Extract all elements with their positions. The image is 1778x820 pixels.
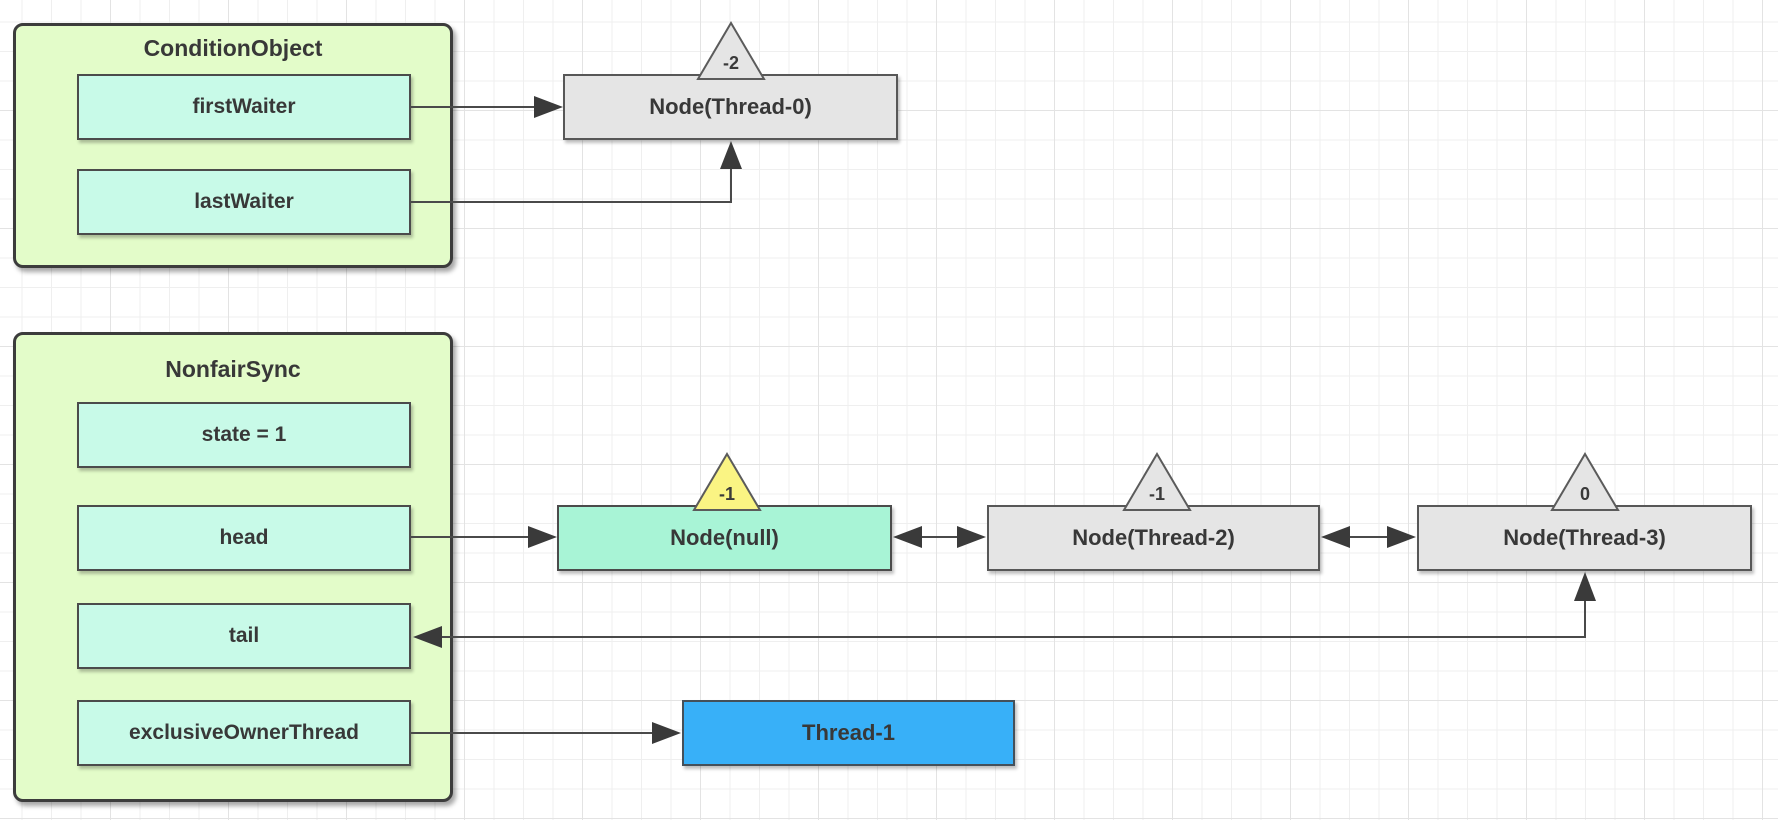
- node-thread-0-box: Node(Thread-0): [563, 74, 898, 140]
- field-head: head: [77, 505, 411, 571]
- triangle-shape: [692, 452, 762, 511]
- waitstatus-value-node-thread-3: 0: [1579, 484, 1590, 504]
- node-thread-2-label: Node(Thread-2): [1072, 525, 1235, 550]
- field-last-waiter: lastWaiter: [77, 169, 411, 235]
- waitstatus-triangle-node-thread-3: 0: [1550, 452, 1620, 512]
- field-state-label: state = 1: [201, 423, 287, 446]
- waitstatus-triangle-node-thread-2: -1: [1122, 452, 1192, 512]
- node-null-box: Node(null): [557, 505, 892, 571]
- field-tail-label: tail: [228, 624, 260, 647]
- field-exclusive-owner-thread: exclusiveOwnerThread: [77, 700, 411, 766]
- waitstatus-triangle-node-thread-0: -2: [696, 21, 766, 81]
- nonfair-sync-title: NonfairSync: [165, 356, 301, 382]
- node-thread-3-box: Node(Thread-3): [1417, 505, 1752, 571]
- field-state: state = 1: [77, 402, 411, 468]
- arrow-last-waiter-to-node-thread-0: [411, 141, 742, 203]
- triangle-shape: [1550, 452, 1620, 511]
- field-last-waiter-label: lastWaiter: [194, 190, 294, 213]
- node-null-label: Node(null): [670, 525, 779, 550]
- waitstatus-value-node-thread-2: -1: [1148, 484, 1165, 504]
- waitstatus-value-node-thread-0: -2: [722, 53, 739, 73]
- condition-object-title: ConditionObject: [143, 35, 323, 61]
- arrow-node-null-node-thread-2: [893, 526, 986, 548]
- waitstatus-value-node-null: -1: [718, 484, 735, 504]
- triangle-shape: [1122, 452, 1192, 511]
- node-thread-2-box: Node(Thread-2): [987, 505, 1320, 571]
- field-exclusive-owner-thread-label: exclusiveOwnerThread: [129, 721, 359, 744]
- arrow-node-thread-2-node-thread-3: [1321, 526, 1416, 548]
- thread-1-label: Thread-1: [802, 720, 895, 745]
- field-first-waiter: firstWaiter: [77, 74, 411, 140]
- node-thread-3-label: Node(Thread-3): [1503, 525, 1666, 550]
- waitstatus-triangle-node-null: -1: [692, 452, 762, 512]
- arrow-tail-node-thread-3: [413, 572, 1596, 648]
- field-tail: tail: [77, 603, 411, 669]
- triangle-shape: [696, 21, 766, 80]
- thread-1-box: Thread-1: [682, 700, 1015, 766]
- field-head-label: head: [219, 526, 269, 549]
- node-thread-0-label: Node(Thread-0): [649, 94, 812, 119]
- field-first-waiter-label: firstWaiter: [192, 95, 296, 118]
